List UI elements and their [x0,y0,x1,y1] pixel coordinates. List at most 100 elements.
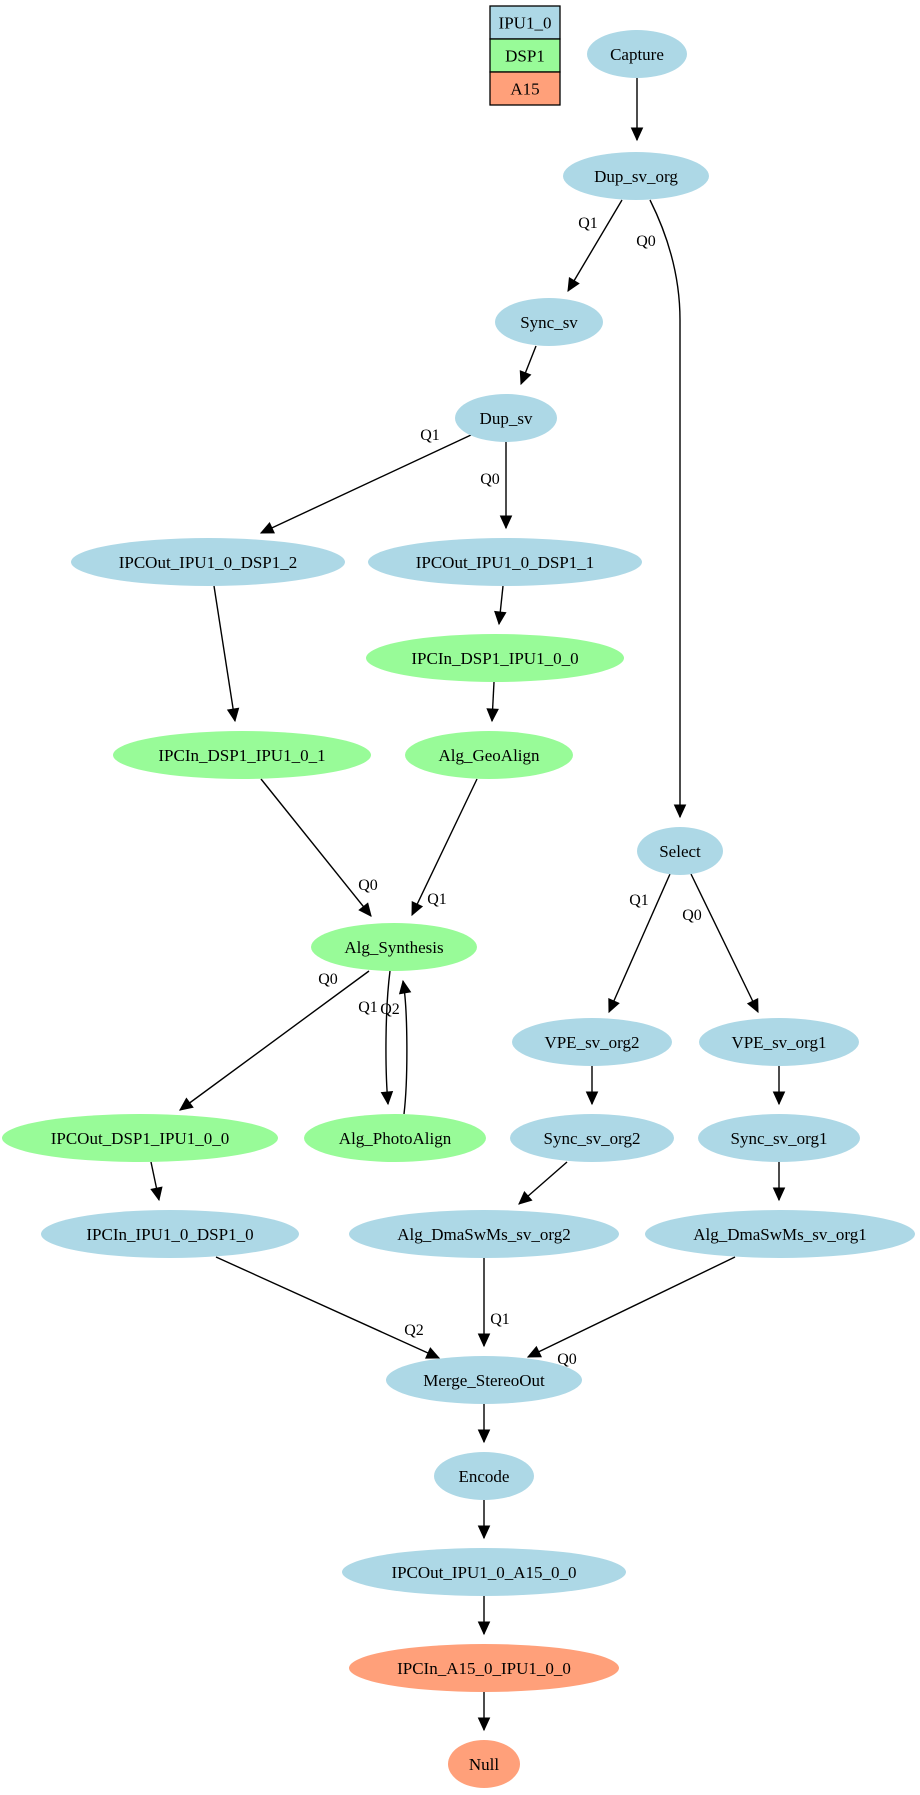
node-label: Alg_PhotoAlign [339,1129,452,1148]
edge-ipcout_dsp1_2-to-ipcin_dsp1_1 [213,585,240,723]
node-ipcout-ipu1-0-a15-0-0: IPCOut_IPU1_0_A15_0_0 [342,1548,626,1596]
node-shape [405,731,573,779]
edge-ipcout_dsp1_1-to-ipcin_dsp1_0 [494,585,507,626]
node-shape [71,538,345,586]
edge-ipcin_dsp1_0-to-alg_geoalign [486,681,499,723]
node-label: Null [469,1755,500,1774]
node-shape [349,1210,619,1258]
arrow-head [259,522,275,534]
arrow-head [526,1345,542,1358]
arrow-head [477,1621,491,1636]
node-label: IPCOut_IPU1_0_DSP1_2 [119,553,298,572]
node-ipcin-dsp1-ipu1-0-1: IPCIn_DSP1_IPU1_0_1 [113,731,371,779]
edge-label-q1: Q1 [490,1311,510,1328]
node-label: Dup_sv_org [594,167,678,186]
node-label: Dup_sv [480,409,533,428]
legend-swatch-a15 [489,71,561,106]
arrow-head [518,1191,533,1205]
node-label: IPCOut_IPU1_0_A15_0_0 [391,1563,576,1582]
legend-swatch-dsp1 [489,38,561,73]
node-shape [645,1210,915,1258]
arrow-head [519,370,532,386]
edge-capture-to-dup_sv_org [630,78,644,142]
node-label: VPE_sv_org1 [731,1033,826,1052]
edge-line [690,873,759,1013]
arrow-head [380,1090,394,1106]
node-shape [342,1548,626,1596]
edge-label-q0: Q0 [318,971,338,988]
arrow-head [179,1097,194,1111]
legend-label-dsp1: DSP1 [505,47,545,66]
node-alg-geoalign: Alg_GeoAlign [405,731,573,779]
edge-label-q1: Q1 [578,215,598,232]
node-shape [455,394,557,442]
edge-label-q1: Q1 [427,891,447,908]
edge-label-q0: Q0 [358,877,378,894]
arrow-head [567,277,580,293]
edge-ipcout_dsp1_ipu-to-ipcin_ipu_dsp1 [150,1161,163,1202]
node-shape [386,1356,582,1404]
node-ipcout-dsp1-ipu1-0-0: IPCOut_DSP1_IPU1_0_0 [2,1114,278,1162]
node-shape [113,731,371,779]
node-ipcin-ipu1-0-dsp1-0: IPCIn_IPU1_0_DSP1_0 [41,1210,299,1258]
node-shape [304,1114,486,1162]
node-sync-sv-org1: Sync_sv_org1 [698,1114,860,1162]
edge-line [215,1256,440,1359]
edge-line [213,585,236,722]
edge-alg_photoalign-to-alg_synthesis [398,979,412,1115]
edge-line [179,970,370,1111]
edge-dup_sv_org-to-sync_sv [567,199,623,293]
arrow-head [630,127,644,142]
edge-alg_dma_org2-to-merge_stereo [477,1258,491,1348]
edge-line [567,199,623,292]
arrow-head [499,515,513,530]
edge-ipcin_ipu_dsp1-to-merge_stereo [215,1256,441,1359]
arrow-head [772,1091,786,1106]
edge-select-to-vpe_sv_org2 [608,873,671,1014]
node-label: Encode [459,1467,510,1486]
node-dup-sv: Dup_sv [455,394,557,442]
edge-alg_synthesis-to-alg_photoalign [380,970,394,1106]
edge-encode-to-ipcout_a15 [477,1500,491,1540]
node-vpe-sv-org2: VPE_sv_org2 [512,1018,672,1066]
arrow-head [358,902,372,917]
node-shape [699,1018,859,1066]
edge-ipcin_a15-to-null [477,1692,491,1732]
edge-line [608,873,671,1013]
edge-line [527,1256,736,1358]
node-shape [587,30,687,78]
node-label: Alg_GeoAlign [438,746,540,765]
node-merge-stereoout: Merge_StereoOut [386,1356,582,1404]
node-shape [349,1644,619,1692]
edge-line [411,778,478,916]
edge-merge_stereo-to-encode [477,1404,491,1444]
node-encode: Encode [434,1452,534,1500]
node-ipcin-a15-0-ipu1-0-0: IPCIn_A15_0_IPU1_0_0 [349,1644,619,1692]
node-select: Select [637,827,723,875]
node-shape [563,152,709,200]
arrow-head [746,998,759,1014]
edge-label-q0: Q0 [557,1351,577,1368]
node-shape [698,1114,860,1162]
node-label: IPCIn_A15_0_IPU1_0_0 [397,1659,571,1678]
arrow-head [585,1091,599,1106]
arrow-head [226,707,240,723]
node-label: IPCIn_IPU1_0_DSP1_0 [86,1225,253,1244]
node-label: IPCIn_DSP1_IPU1_0_1 [158,746,325,765]
edge-vpe_sv_org1-to-sync_sv_org1 [772,1066,786,1106]
edge-label-q0: Q0 [636,233,656,250]
node-label: Sync_sv [520,313,578,332]
node-shape [637,827,723,875]
edges [150,78,786,1732]
edge-dup_sv-to-ipcout_dsp1_2 [259,434,472,534]
node-ipcout-ipu1-0-dsp1-1: IPCOut_IPU1_0_DSP1_1 [368,538,642,586]
arrow-head [398,979,412,995]
node-sync-sv: Sync_sv [495,298,603,346]
legend-label-a15: A15 [510,80,539,99]
node-shape [434,1452,534,1500]
node-dup-sv-org: Dup_sv_org [563,152,709,200]
node-label: Sync_sv_org1 [731,1129,828,1148]
